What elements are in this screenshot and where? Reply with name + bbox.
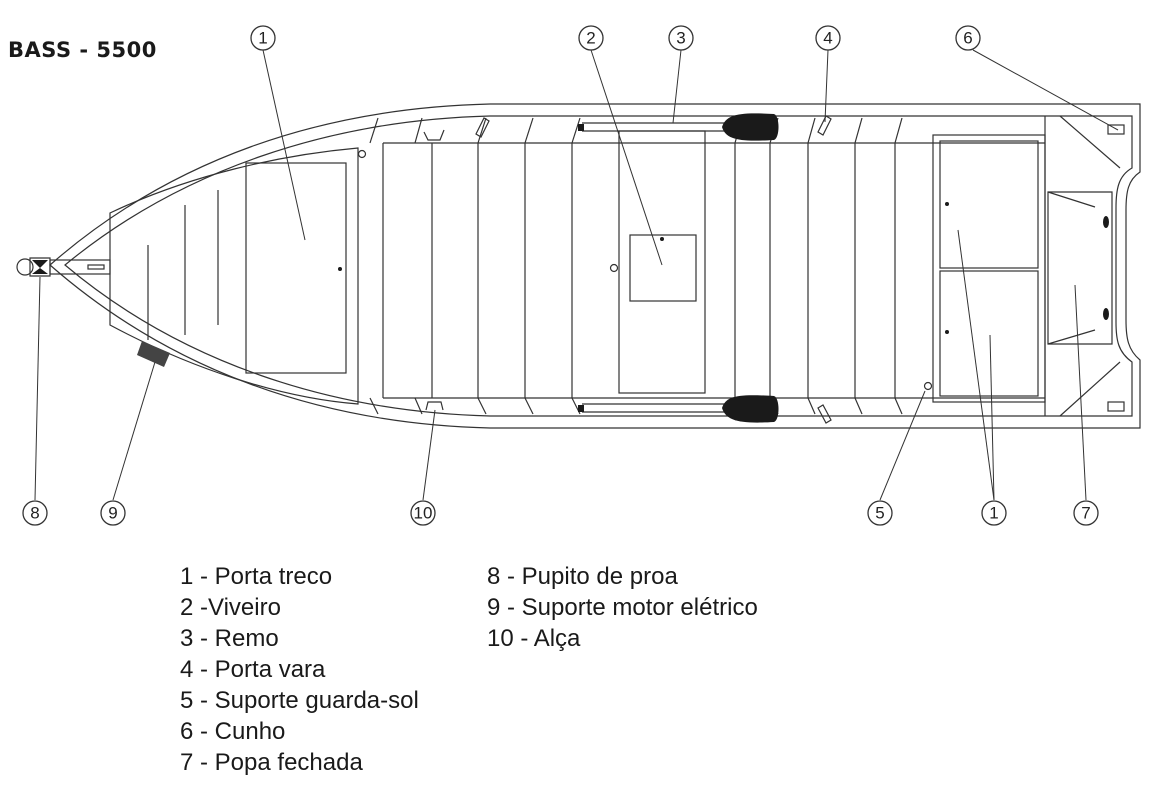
- bow-hatch: [245, 162, 347, 374]
- svg-text:10: 10: [414, 504, 433, 523]
- diagram-title: BASS - 5500: [8, 38, 157, 62]
- callout-1-bottom: 1: [981, 500, 1007, 526]
- legend-item: 6 - Cunho: [180, 718, 286, 745]
- callout-1-top: 1: [250, 25, 276, 51]
- legend-left: 1 - Porta treco 2 -Viveiro 3 - Remo 4 - …: [180, 561, 419, 778]
- legend-item: 8 - Pupito de proa: [487, 563, 678, 590]
- legend-item: 7 - Popa fechada: [180, 749, 363, 776]
- hull-outline: [49, 103, 1141, 429]
- callout-8: 8: [22, 500, 48, 526]
- oar-blade-bottom: [722, 395, 779, 423]
- legend-item: 3 - Remo: [180, 625, 279, 652]
- handle-top: [423, 129, 445, 141]
- svg-text:1: 1: [258, 29, 267, 48]
- callout-4: 4: [815, 25, 841, 51]
- callout-2: 2: [578, 25, 604, 51]
- livewell-hatch: [629, 234, 697, 302]
- legend-item: 9 - Suporte motor elétrico: [487, 594, 758, 621]
- svg-text:1: 1: [989, 504, 998, 523]
- bow-deck: [109, 147, 359, 405]
- legend-item: 2 -Viveiro: [180, 594, 281, 621]
- legend-right: 8 - Pupito de proa 9 - Suporte motor elé…: [487, 561, 758, 654]
- boat-diagram: 1 2 3 4 6 8 9 10 5 1 7: [16, 25, 1141, 526]
- handle-bottom: [425, 401, 444, 411]
- hull-inner: [64, 115, 1133, 417]
- callout-5: 5: [867, 500, 893, 526]
- legend-item: 10 - Alça: [487, 625, 581, 652]
- svg-text:6: 6: [963, 29, 972, 48]
- svg-text:9: 9: [108, 504, 117, 523]
- legend-item: 5 - Suporte guarda-sol: [180, 687, 419, 714]
- svg-text:3: 3: [676, 29, 685, 48]
- bow-eye: [29, 257, 51, 277]
- callout-3: 3: [668, 25, 694, 51]
- callout-7: 7: [1073, 500, 1099, 526]
- livewell-bench: [618, 130, 706, 394]
- motor-mount: [137, 341, 170, 367]
- callout-10: 10: [410, 500, 436, 526]
- callout-9: 9: [100, 500, 126, 526]
- callout-6: 6: [955, 25, 981, 51]
- legend-item: 4 - Porta vara: [180, 656, 326, 683]
- svg-text:7: 7: [1081, 504, 1090, 523]
- svg-text:5: 5: [875, 504, 884, 523]
- svg-text:4: 4: [823, 29, 832, 48]
- legend-item: 1 - Porta treco: [180, 563, 333, 590]
- oar-blade-top: [722, 113, 779, 141]
- svg-text:8: 8: [30, 504, 39, 523]
- svg-text:2: 2: [586, 29, 595, 48]
